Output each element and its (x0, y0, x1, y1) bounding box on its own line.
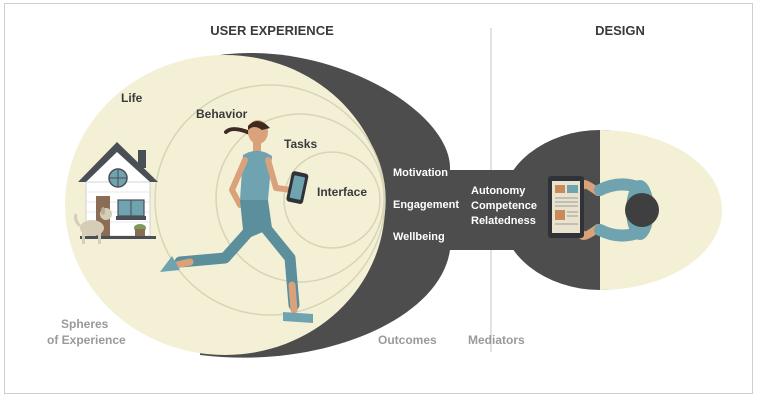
phone-icon (286, 171, 309, 204)
label-tasks: Tasks (284, 137, 317, 151)
sphere-tasks (215, 113, 385, 283)
label-spheres-line1: Spheres (61, 317, 109, 331)
mediator-autonomy: Autonomy (471, 185, 526, 197)
mediator-competence: Competence (471, 200, 537, 212)
house-icon (78, 142, 158, 239)
sphere-life (65, 55, 385, 355)
label-behavior: Behavior (196, 107, 248, 121)
sphere-interface (283, 151, 381, 249)
person-with-tablet-illustration (578, 178, 659, 242)
label-interface: Interface (317, 185, 367, 199)
label-life: Life (121, 91, 143, 105)
plant-icon (134, 224, 146, 236)
design-ellipse-cream (600, 130, 722, 290)
sphere-behavior (154, 84, 386, 316)
outcome-motivation: Motivation (393, 167, 448, 179)
label-outcomes: Outcomes (378, 333, 437, 347)
label-spheres-line2: of Experience (47, 333, 126, 347)
tablet-icon (548, 176, 584, 238)
outcome-wellbeing: Wellbeing (393, 231, 445, 243)
dog-icon (74, 207, 112, 244)
mediator-relatedness: Relatedness (471, 215, 536, 227)
outcome-engagement: Engagement (393, 199, 459, 211)
heading-design: DESIGN (595, 23, 645, 38)
label-mediators: Mediators (468, 333, 525, 347)
runner-illustration (160, 120, 313, 323)
heading-user-experience: USER EXPERIENCE (210, 23, 334, 38)
